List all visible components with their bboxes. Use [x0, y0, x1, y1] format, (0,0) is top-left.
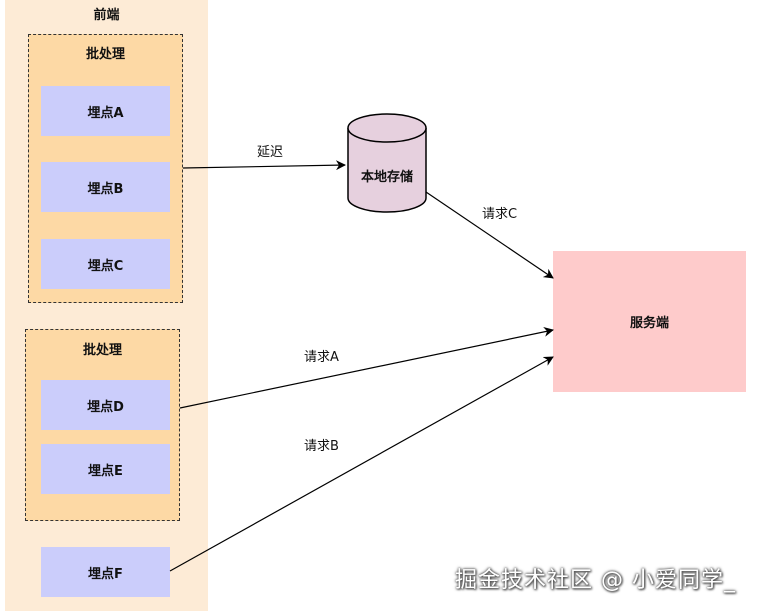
batch-title-1: 批处理 [85, 47, 125, 62]
edge-label-request-c: 请求C [482, 207, 518, 222]
edge-label-request-a: 请求A [304, 350, 339, 365]
frontend-title: 前端 [93, 8, 120, 23]
edge-delay [182, 160, 346, 171]
point-b: 埋点B [41, 162, 170, 212]
point-c: 埋点C [41, 239, 170, 289]
edge-request-b [169, 356, 554, 572]
edge-request-c [425, 191, 554, 279]
edge-request-a [179, 326, 554, 409]
storage-label: 本地存储 [360, 170, 413, 185]
storage-cylinder [347, 113, 427, 213]
edge-label-request-b: 请求B [304, 439, 339, 454]
edge-label-delay: 延迟 [257, 145, 284, 160]
server-box: 服务端 [553, 251, 746, 392]
watermark: 掘金技术社区 @ 小爱同学_ [455, 568, 736, 593]
batch-title-2: 批处理 [82, 343, 122, 358]
point-f: 埋点F [41, 547, 170, 597]
point-e: 埋点E [41, 444, 170, 494]
point-d: 埋点D [41, 380, 170, 430]
point-a: 埋点A [41, 86, 170, 136]
